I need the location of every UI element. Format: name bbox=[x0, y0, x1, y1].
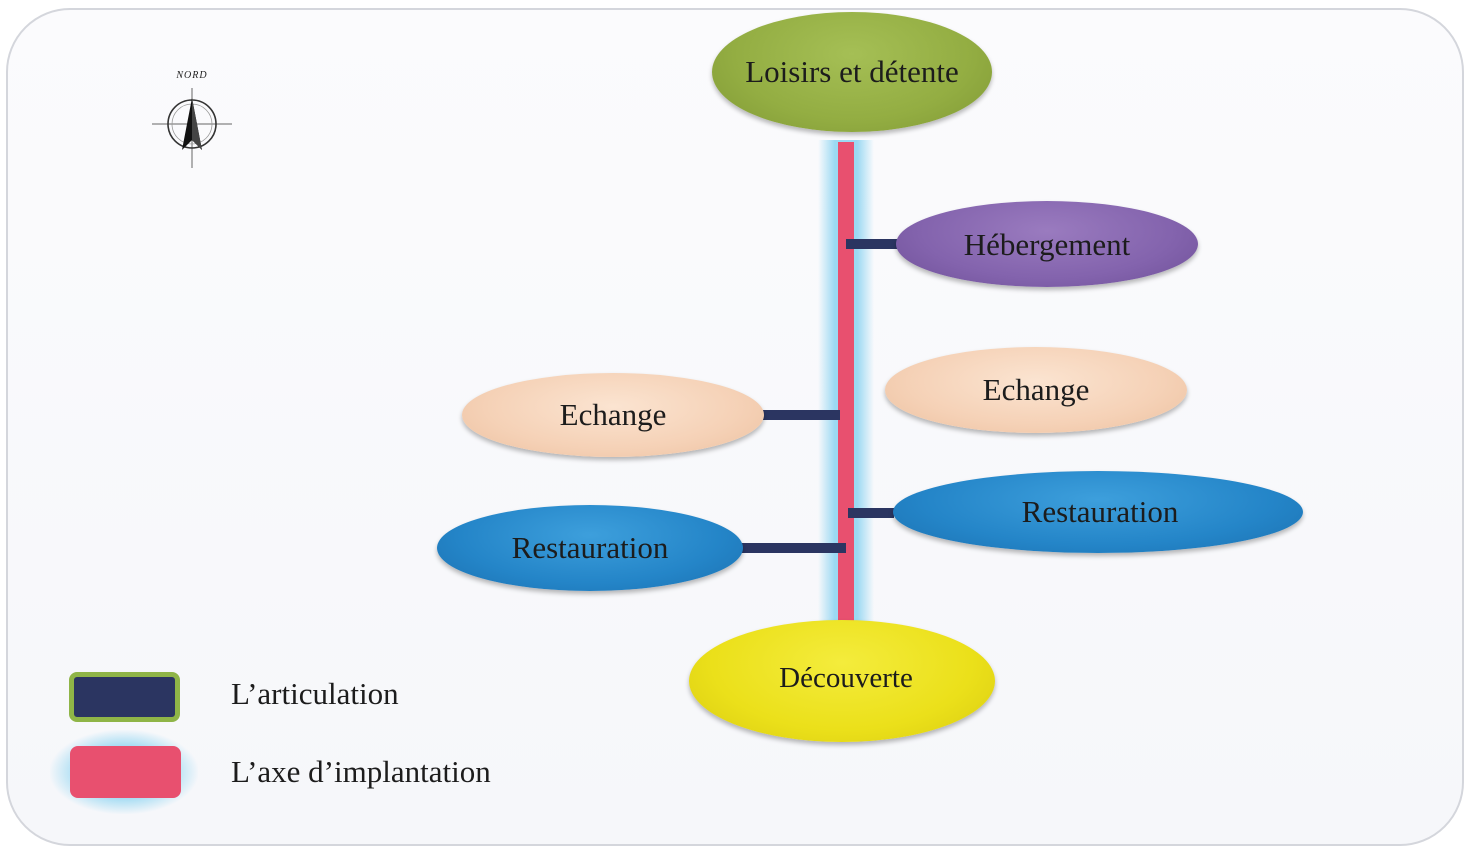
node-loisirs-label: Loisirs et détente bbox=[745, 54, 959, 89]
legend-swatch-axe bbox=[70, 746, 181, 798]
node-restauration-right-label: Restauration bbox=[1021, 494, 1179, 529]
compass-label: NORD bbox=[176, 70, 208, 81]
node-hebergement-label: Hébergement bbox=[963, 227, 1131, 262]
articulation-echange-left bbox=[762, 410, 840, 420]
node-decouverte: Découverte bbox=[689, 620, 995, 742]
articulation-restauration-right bbox=[848, 508, 894, 518]
node-echange-right: Echange bbox=[885, 347, 1187, 433]
node-restauration-right: Restauration bbox=[893, 471, 1303, 553]
node-echange-left: Echange bbox=[462, 373, 764, 457]
implantation-axis bbox=[838, 142, 854, 626]
legend-label-axe: L’axe d’implantation bbox=[231, 754, 491, 789]
articulation-restauration-left bbox=[740, 543, 846, 553]
node-echange-left-label: Echange bbox=[559, 397, 667, 432]
node-restauration-left-label: Restauration bbox=[511, 530, 669, 565]
compass-rose-icon bbox=[152, 88, 232, 168]
articulation-hebergement bbox=[846, 239, 900, 249]
node-restauration-left: Restauration bbox=[437, 505, 743, 591]
north-compass: NORD bbox=[138, 70, 246, 178]
node-loisirs-detente: Loisirs et détente bbox=[712, 12, 992, 132]
legend-label-articulation: L’articulation bbox=[231, 676, 399, 711]
node-decouverte-label: Découverte bbox=[779, 661, 913, 694]
node-echange-right-label: Echange bbox=[982, 372, 1090, 407]
node-hebergement: Hébergement bbox=[896, 201, 1198, 287]
legend-swatch-articulation bbox=[69, 672, 180, 722]
